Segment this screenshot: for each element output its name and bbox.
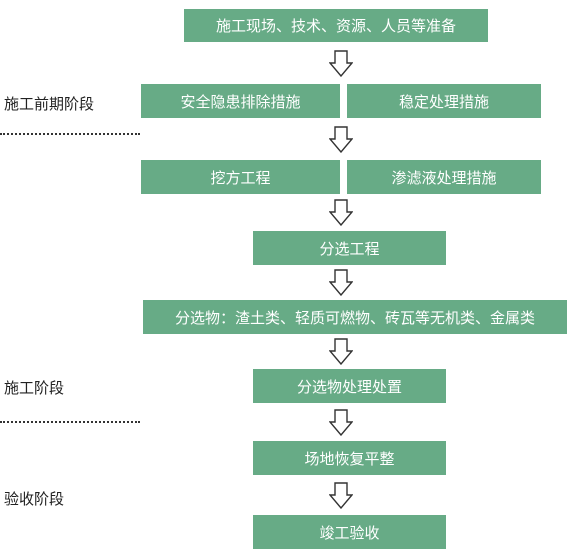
step-disposal: 分选物处理处置 bbox=[253, 369, 446, 403]
down-arrow-icon bbox=[329, 126, 353, 153]
down-arrow-icon bbox=[329, 199, 353, 226]
down-arrow-icon bbox=[329, 338, 353, 365]
stage-divider bbox=[0, 421, 140, 423]
down-arrow-icon bbox=[329, 482, 353, 509]
down-arrow-icon bbox=[329, 409, 353, 436]
step-stability-measures: 稳定处理措施 bbox=[347, 84, 541, 118]
stage-label-early: 施工前期阶段 bbox=[4, 95, 95, 113]
step-site-leveling: 场地恢复平整 bbox=[253, 441, 446, 475]
step-excavation: 挖方工程 bbox=[141, 160, 340, 194]
step-completion-acceptance: 竣工验收 bbox=[253, 515, 446, 549]
down-arrow-icon bbox=[329, 269, 353, 296]
stage-label-construction: 施工阶段 bbox=[4, 379, 65, 397]
stage-divider bbox=[0, 133, 140, 135]
down-arrow-icon bbox=[329, 50, 353, 77]
step-preparation: 施工现场、技术、资源、人员等准备 bbox=[184, 9, 488, 42]
step-safety-measures: 安全隐患排除措施 bbox=[141, 84, 340, 118]
step-sorted-materials: 分选物：渣土类、轻质可燃物、砖瓦等无机类、金属类 bbox=[143, 300, 567, 334]
step-leachate-treatment: 渗滤液处理措施 bbox=[347, 160, 541, 194]
stage-label-acceptance: 验收阶段 bbox=[4, 490, 65, 508]
step-sorting: 分选工程 bbox=[253, 231, 446, 265]
